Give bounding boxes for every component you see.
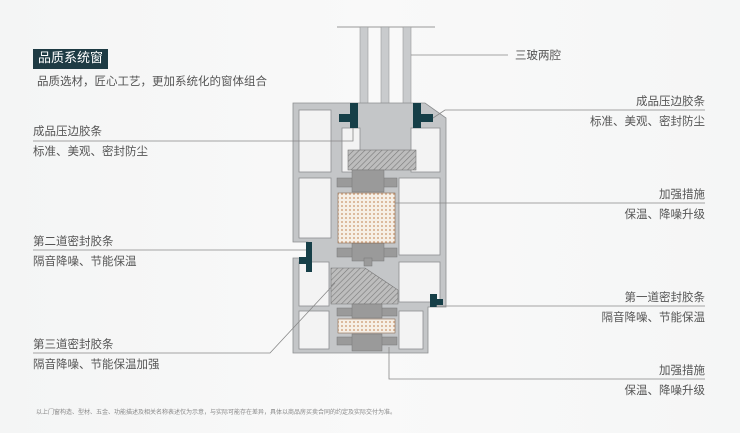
label-reinforce-2-title: 加强措施 bbox=[659, 363, 705, 377]
label-left-bead-title: 成品压边胶条 bbox=[33, 124, 102, 138]
footnote: 以上门窗构造、型材、五金、功能描述及相关名称表述仅为示意，与实际可能存在差异，具… bbox=[36, 409, 397, 416]
label-seal-2-title: 第二道密封胶条 bbox=[33, 234, 114, 248]
insulation-core-lower bbox=[337, 318, 396, 334]
label-reinforce-1-title: 加强措施 bbox=[659, 187, 705, 201]
section-subtitle: 品质选材，匠心工艺，更加系统化的窗体组合 bbox=[37, 74, 267, 88]
thermal-break-lower bbox=[336, 303, 398, 352]
label-seal-1-desc: 隔音降噪、节能保温 bbox=[601, 310, 706, 324]
label-seal-3-title: 第三道密封胶条 bbox=[33, 337, 114, 351]
label-reinforce-1-desc: 保温、降噪升级 bbox=[624, 207, 706, 221]
second-seal-gasket bbox=[299, 242, 312, 272]
label-right-bead-title: 成品压边胶条 bbox=[636, 94, 705, 108]
sash-reinforcement bbox=[330, 267, 399, 305]
left-bead-gasket bbox=[339, 103, 358, 128]
label-seal-2-desc: 隔音降噪、节能保温 bbox=[33, 254, 137, 268]
leader-lines bbox=[33, 54, 705, 380]
label-right-bead-desc: 标准、美观、密封防尘 bbox=[590, 114, 705, 128]
first-seal-gasket bbox=[430, 294, 443, 307]
label-seal-3-desc: 隔音降噪、节能保温加强 bbox=[33, 357, 160, 371]
label-seal-1-title: 第一道密封胶条 bbox=[624, 290, 706, 304]
right-bead-gasket bbox=[413, 103, 433, 128]
section-title: 品质系统窗 bbox=[33, 49, 109, 69]
label-glass: 三玻两腔 bbox=[515, 48, 561, 62]
glazing-bead bbox=[347, 149, 417, 171]
thermal-break-upper bbox=[336, 169, 398, 267]
insulation-core-upper bbox=[337, 192, 396, 244]
label-reinforce-2-desc: 保温、降噪升级 bbox=[624, 383, 706, 397]
label-left-bead-desc: 标准、美观、密封防尘 bbox=[33, 144, 148, 158]
